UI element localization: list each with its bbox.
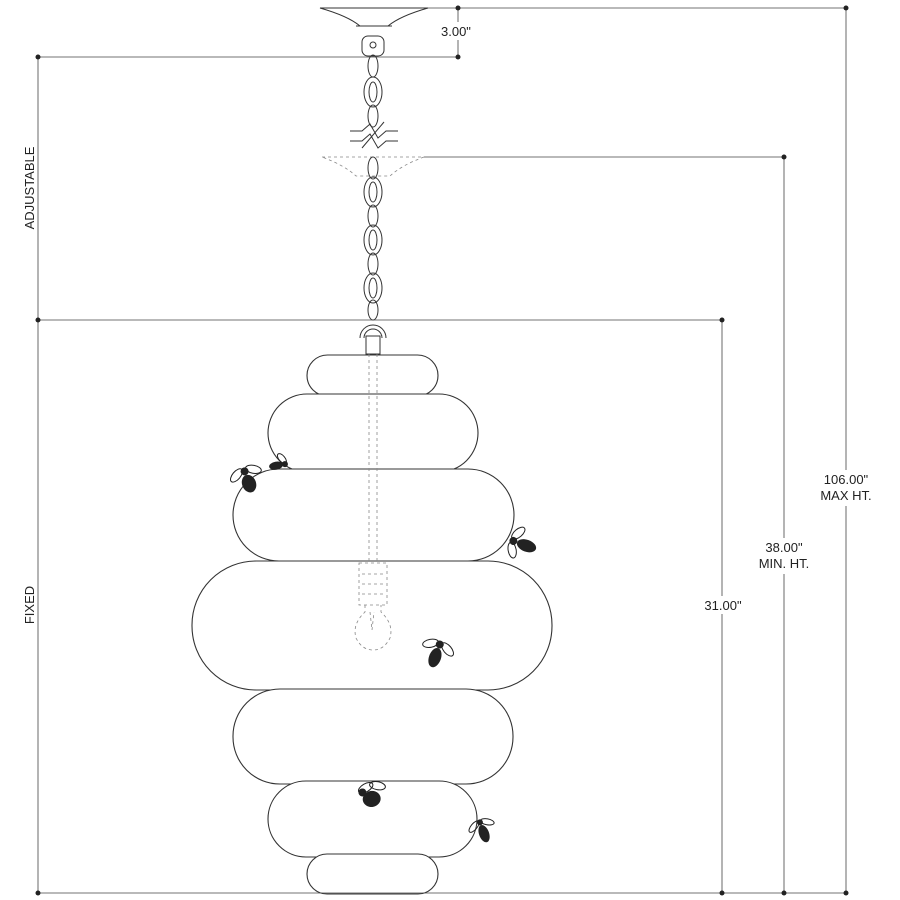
bee-icon [230, 464, 262, 493]
extension-lines [38, 7, 846, 894]
dim-max-height-label: MAX HT. [820, 488, 871, 503]
bee-icon [422, 638, 454, 668]
bee-icon [269, 453, 288, 470]
hive-tier-4 [191, 560, 553, 691]
dimension-lines [35, 5, 849, 896]
bee-icon [507, 526, 537, 559]
bee-icon [468, 818, 495, 843]
fixture-loop [359, 324, 387, 355]
dim-max-height-value: 106.00" [824, 472, 869, 487]
dim-min-height-label: MIN. HT. [759, 556, 810, 571]
dim-min-height-value: 38.00" [765, 540, 803, 555]
dim-top-gap-label: 3.00" [441, 24, 471, 39]
bee-icon [357, 781, 386, 807]
dim-fixed-height-value: 31.00" [704, 598, 742, 613]
beehive-shade [191, 354, 553, 895]
ceiling-canopy [319, 7, 429, 57]
dim-adjustable-label: ADJUSTABLE [22, 146, 37, 229]
lower-chain [363, 156, 383, 321]
hive-tier-5 [232, 688, 514, 785]
hive-tier-3 [232, 468, 515, 562]
hive-tier-2 [267, 393, 479, 473]
dim-fixed-label: FIXED [22, 586, 37, 624]
hive-tier-1 [306, 354, 439, 397]
hive-tier-7 [306, 853, 439, 895]
canopy-min-position [321, 156, 425, 177]
upper-chain [363, 54, 383, 128]
internal-socket [354, 354, 392, 651]
chain-break-symbol [350, 121, 398, 149]
